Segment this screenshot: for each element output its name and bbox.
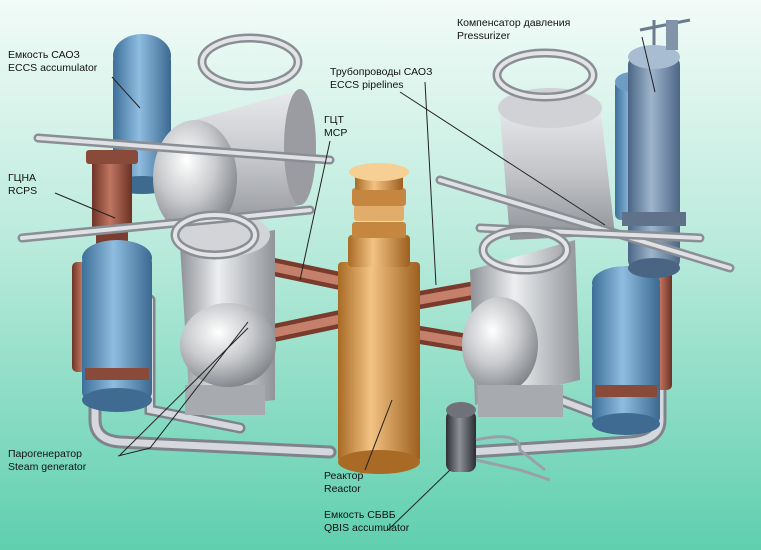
- label-eccs-accumulator-en: ECCS accumulator: [8, 62, 98, 74]
- label-rcps-en: RCPS: [8, 185, 38, 197]
- label-steam-generator-en: Steam generator: [8, 461, 87, 473]
- reactor-vessel: [338, 163, 420, 474]
- label-eccs-accumulator: Емкость САОЗ ECCS accumulator: [8, 49, 97, 75]
- label-pressurizer-ru: Компенсатор давления: [457, 17, 571, 29]
- label-steam-generator: Парогенератор Steam generator: [8, 448, 86, 474]
- eccs-accumulator-front-right: [592, 266, 672, 435]
- steam-generator-front-left: [180, 213, 276, 415]
- label-mcp: ГЦТ MCP: [324, 114, 347, 140]
- eccs-accumulator-front-left: [72, 240, 152, 412]
- label-qbis-accumulator-en: QBIS accumulator: [324, 522, 410, 534]
- label-eccs-pipelines-ru: Трубопроводы САОЗ: [330, 66, 433, 78]
- label-eccs-pipelines: Трубопроводы САОЗ ECCS pipelines: [330, 66, 432, 92]
- label-rcps: ГЦНА RCPS: [8, 172, 37, 198]
- label-steam-generator-ru: Парогенератор: [8, 448, 82, 460]
- steam-generator-front-right: [462, 240, 580, 417]
- qbis-accumulator-vessel: [446, 402, 551, 482]
- label-pressurizer: Компенсатор давления Pressurizer: [457, 17, 570, 43]
- steam-loops: [170, 33, 598, 275]
- label-mcp-ru: ГЦТ: [324, 114, 344, 126]
- label-rcps-ru: ГЦНА: [8, 172, 37, 184]
- label-eccs-accumulator-ru: Емкость САОЗ: [8, 49, 80, 61]
- label-reactor: Реактор Reactor: [324, 470, 363, 496]
- label-pressurizer-en: Pressurizer: [457, 30, 511, 42]
- label-eccs-pipelines-en: ECCS pipelines: [330, 79, 404, 91]
- label-reactor-ru: Реактор: [324, 470, 364, 482]
- label-mcp-en: MCP: [324, 127, 348, 139]
- label-qbis-accumulator: Емкость СБВБ QBIS accumulator: [324, 509, 409, 535]
- label-qbis-accumulator-ru: Емкость СБВБ: [324, 509, 396, 521]
- leader-lines: [54, 36, 656, 531]
- pressurizer-vessel: [622, 18, 691, 278]
- label-reactor-en: Reactor: [324, 483, 361, 495]
